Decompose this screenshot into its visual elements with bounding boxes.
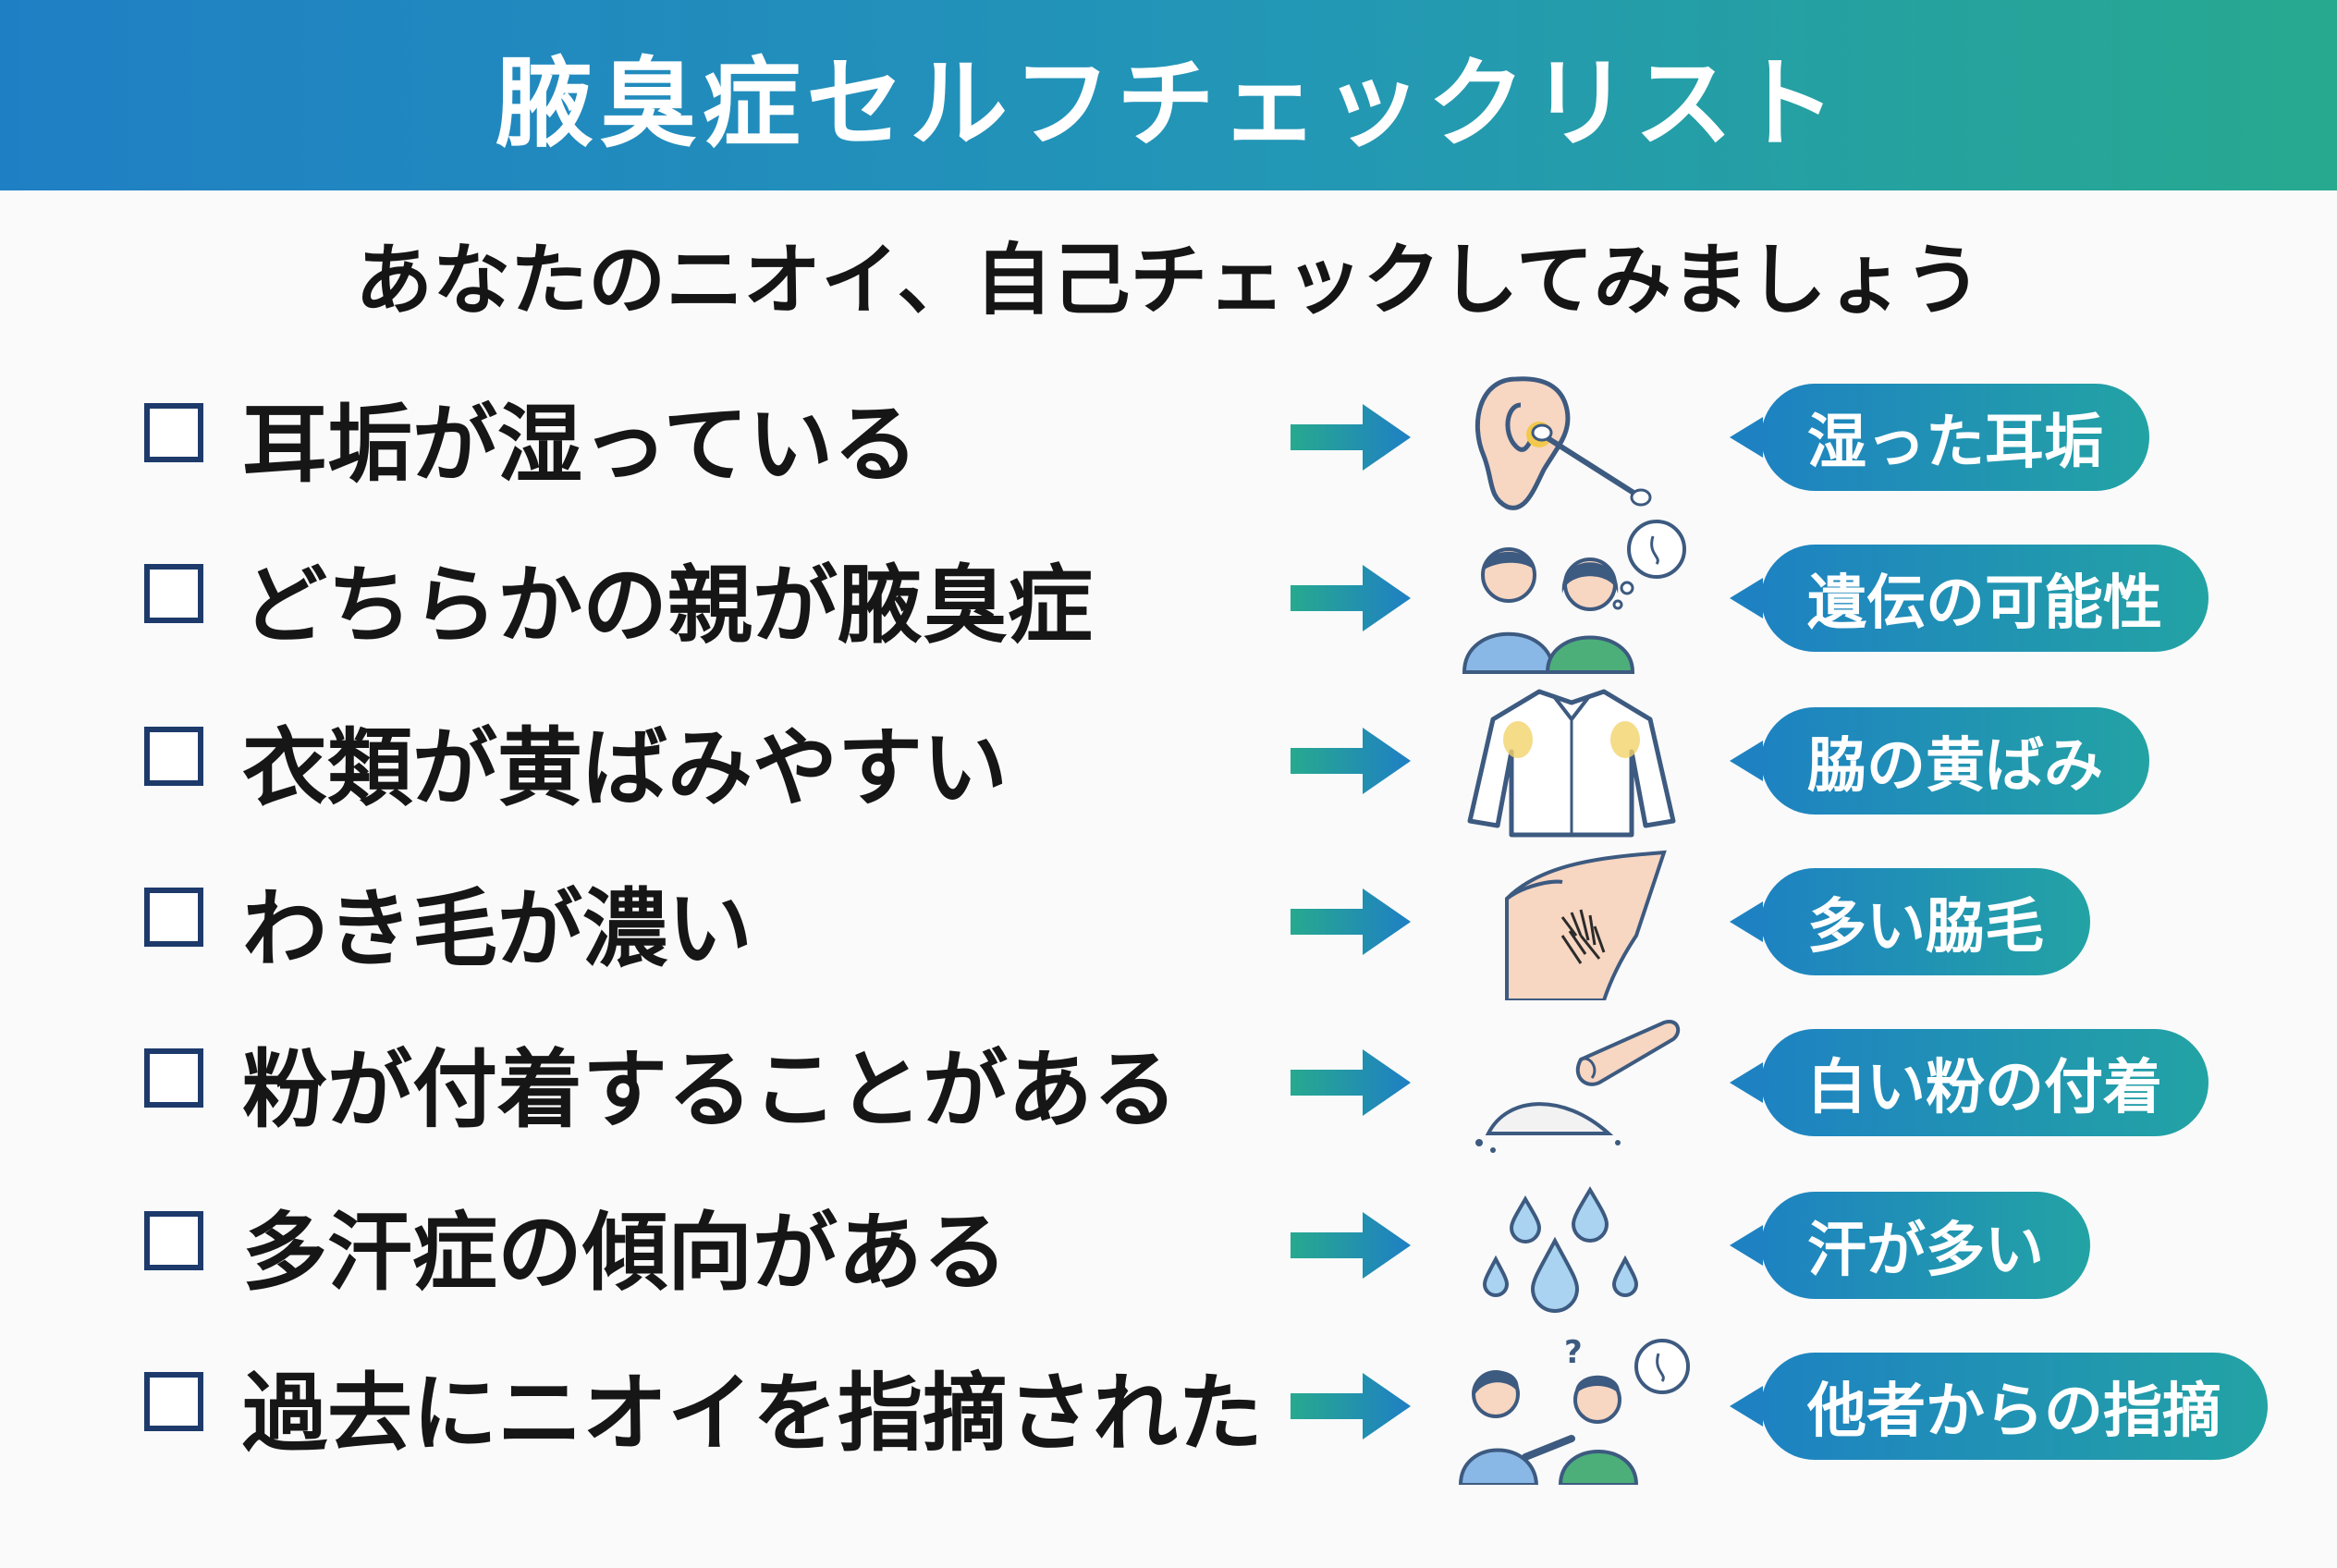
checkbox[interactable]	[144, 727, 203, 786]
checkbox[interactable]	[144, 403, 203, 462]
checklist-item-text: どちらかの親が腋臭症	[242, 556, 1094, 655]
checklist-item-text: 耳垢が湿っている	[242, 395, 919, 495]
checkbox[interactable]	[144, 1372, 203, 1431]
checkbox[interactable]	[144, 564, 203, 623]
white-powder-icon	[1475, 1020, 1681, 1153]
checkbox[interactable]	[144, 888, 203, 947]
checklist-row: 多汗症の傾向がある 汗が多い	[0, 1167, 2337, 1324]
badge: 汗が多い	[1730, 1192, 2090, 1299]
checklist-row: わき毛が濃い 多い脇毛	[0, 843, 2337, 1000]
badge: 白い粉の付着	[1730, 1029, 2209, 1136]
arrow-right-icon	[1291, 728, 1411, 794]
badge-label: 他者からの指摘	[1807, 1378, 2221, 1446]
arrow-right-icon	[1291, 565, 1411, 631]
checklist-item-text: 過去にニオイを指摘された	[242, 1364, 1264, 1464]
badge-label: 汗が多い	[1807, 1217, 2044, 1285]
checklist-item-text: 粉が付着することがある	[242, 1040, 1179, 1140]
arrow-right-icon	[1291, 1212, 1411, 1279]
checkbox[interactable]	[144, 1048, 203, 1108]
checklist-row: 粉が付着することがある 白い粉の付着	[0, 1004, 2337, 1161]
checklist-row: 耳垢が湿っている 湿った耳垢	[0, 359, 2337, 516]
arrow-right-icon	[1291, 404, 1411, 471]
badge-label: 白い粉の付着	[1807, 1054, 2162, 1122]
sweat-drops-icon	[1482, 1186, 1639, 1313]
parents-icon	[1462, 520, 1686, 674]
badge-label: 遺伝の可能性	[1807, 570, 2162, 638]
arrow-right-icon	[1291, 888, 1411, 955]
shirt-stain-icon	[1467, 689, 1676, 838]
header-banner: 腋臭症セルフチェックリスト	[0, 0, 2337, 190]
checklist-item-text: 多汗症の傾向がある	[242, 1203, 1009, 1303]
arrow-right-icon	[1291, 1373, 1411, 1439]
page-title: 腋臭症セルフチェックリスト	[496, 47, 1841, 161]
badge: 湿った耳垢	[1730, 384, 2149, 491]
badge: 脇の黄ばみ	[1730, 707, 2149, 815]
checklist-item-text: 衣類が黄ばみやすい	[242, 718, 1009, 818]
badge: 遺伝の可能性	[1730, 545, 2209, 652]
checklist-row: 衣類が黄ばみやすい 脇の黄ばみ	[0, 682, 2337, 839]
pointed-out-icon: ?	[1458, 1334, 1690, 1485]
ear-cotton-swab-icon	[1475, 376, 1652, 510]
svg-text:?: ?	[1564, 1334, 1583, 1371]
badge-label: 多い脇毛	[1807, 893, 2044, 962]
checkbox[interactable]	[144, 1211, 203, 1270]
arrow-right-icon	[1291, 1049, 1411, 1116]
checklist-row: どちらかの親が腋臭症 遺伝の可能性	[0, 520, 2337, 677]
checklist-item-text: わき毛が濃い	[242, 879, 753, 979]
badge: 他者からの指摘	[1730, 1353, 2268, 1460]
checklist-row: 過去にニオイを指摘された ? 他者からの指摘	[0, 1328, 2337, 1485]
subtitle: あなたのニオイ、自己チェックしてみましょう	[355, 235, 1982, 325]
badge-label: 湿った耳垢	[1807, 409, 2103, 477]
armpit-hair-icon	[1505, 850, 1667, 1000]
badge: 多い脇毛	[1730, 868, 2090, 975]
badge-label: 脇の黄ばみ	[1807, 732, 2103, 801]
